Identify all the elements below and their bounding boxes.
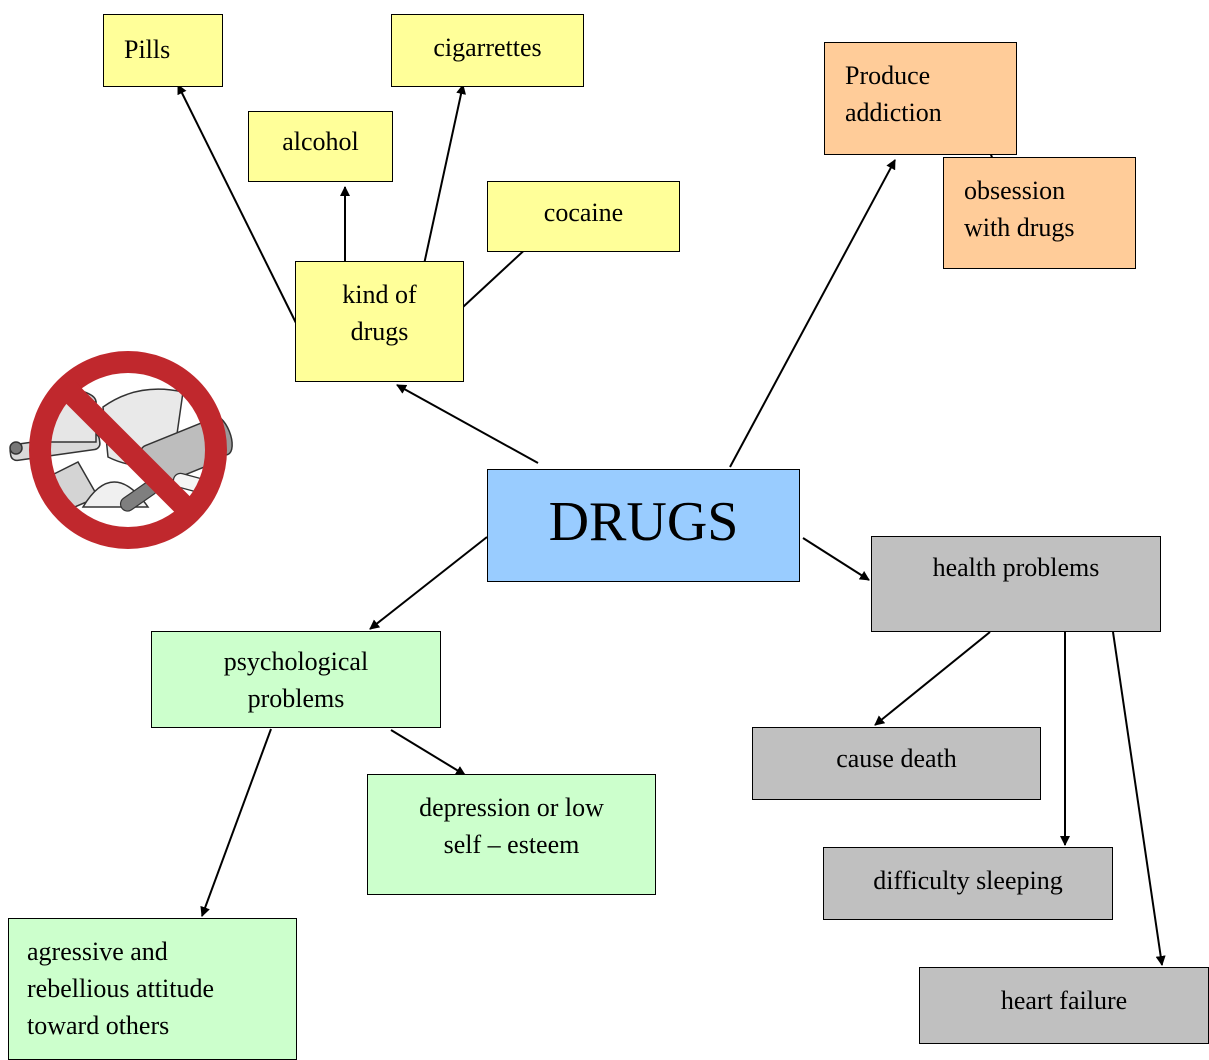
prohibition-sign <box>29 351 227 549</box>
node-psychological-problems-line-2: problems <box>247 684 345 713</box>
arrow-health-to-heart <box>1112 631 1166 966</box>
node-depression-line-1: depression or low <box>419 793 604 822</box>
node-cigarrettes-label: cigarrettes <box>433 33 542 62</box>
node-produce-addiction-line-1: Produce <box>845 61 931 90</box>
node-kind-of-drugs-line-1: kind of <box>342 280 417 309</box>
node-health-problems: health problems <box>871 536 1161 632</box>
node-alcohol: alcohol <box>248 111 393 182</box>
node-cocaine-label: cocaine <box>543 198 624 227</box>
node-heart-failure-label: heart failure <box>1000 986 1128 1015</box>
node-produce-addiction: Produce addiction <box>824 42 1017 155</box>
arrow-kind-to-cigarrettes <box>417 84 466 293</box>
arrow-health-to-death <box>874 631 991 726</box>
node-obsession-line-2: with drugs <box>964 213 1075 242</box>
node-cocaine: cocaine <box>487 181 680 252</box>
arrow-drugs-to-psych <box>369 536 488 630</box>
arrow-psych-to-depression <box>390 729 466 776</box>
node-aggressive-line-1: agressive and <box>27 937 168 966</box>
no-drugs-icon <box>9 351 233 549</box>
node-depression-line-2: self – esteem <box>443 830 580 859</box>
node-depression: depression or low self – esteem <box>367 774 656 895</box>
node-alcohol-label: alcohol <box>282 127 359 156</box>
node-cigarrettes: cigarrettes <box>391 14 584 87</box>
node-drugs-label: DRUGS <box>548 491 739 553</box>
arrow-drugs-to-addiction <box>729 159 896 468</box>
node-psychological-problems: psychological problems <box>151 631 441 728</box>
node-health-problems-label: health problems <box>932 553 1100 582</box>
node-kind-of-drugs: kind of drugs <box>295 261 464 382</box>
node-obsession: obsession with drugs <box>943 157 1136 269</box>
node-drugs-center: DRUGS <box>487 469 800 582</box>
node-difficulty-sleeping: difficulty sleeping <box>823 847 1113 920</box>
arrow-drugs-to-health <box>802 537 870 581</box>
node-difficulty-sleeping-label: difficulty sleeping <box>873 866 1063 895</box>
node-obsession-line-1: obsession <box>964 176 1066 205</box>
node-aggressive-line-3: toward others <box>27 1011 170 1040</box>
node-aggressive-line-2: rebellious attitude <box>27 974 215 1003</box>
node-heart-failure: heart failure <box>919 967 1209 1044</box>
node-kind-of-drugs-line-2: drugs <box>350 317 409 346</box>
node-psychological-problems-line-1: psychological <box>223 647 369 676</box>
node-cause-death-label: cause death <box>836 744 957 773</box>
node-aggressive-attitude: agressive and rebellious attitude toward… <box>8 918 297 1060</box>
arrow-psych-to-aggressive <box>200 728 272 917</box>
node-cause-death: cause death <box>752 727 1041 800</box>
arrow-kind-to-pills <box>177 84 298 326</box>
node-produce-addiction-line-2: addiction <box>845 98 942 127</box>
arrow-drugs-to-kind <box>396 384 539 464</box>
node-pills-label: Pills <box>124 35 171 64</box>
node-pills: Pills <box>103 14 223 87</box>
